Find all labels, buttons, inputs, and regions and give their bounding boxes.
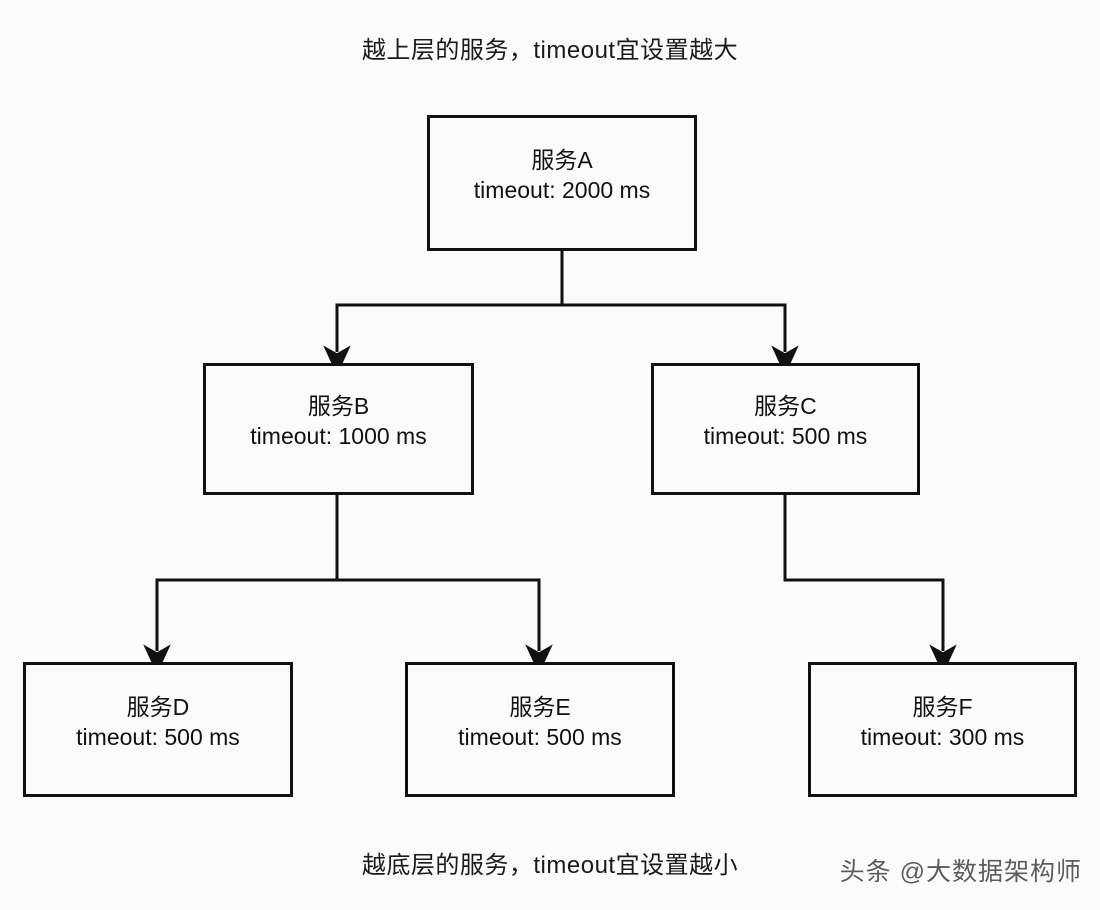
service-node-d[interactable]: 服务D timeout: 500 ms (23, 662, 293, 797)
service-node-f[interactable]: 服务F timeout: 300 ms (808, 662, 1077, 797)
service-node-d-name: 服务D (126, 693, 190, 720)
edge-b-to-d (143, 495, 339, 675)
service-node-f-timeout: timeout: 300 ms (860, 723, 1025, 750)
caption-bottom: 越底层的服务，timeout宜设置越小 (361, 852, 739, 879)
service-node-e[interactable]: 服务E timeout: 500 ms (405, 662, 675, 797)
service-node-f-name: 服务F (912, 693, 973, 720)
edge-b-to-e (337, 578, 553, 675)
edge-a-to-b (323, 250, 564, 376)
service-node-e-name: 服务E (509, 693, 571, 720)
edge-a-to-c (562, 303, 799, 376)
service-node-e-timeout: timeout: 500 ms (458, 723, 622, 750)
service-node-b[interactable]: 服务B timeout: 1000 ms (203, 363, 474, 495)
service-node-a[interactable]: 服务A timeout: 2000 ms (427, 115, 697, 251)
service-node-b-timeout: timeout: 1000 ms (250, 423, 427, 449)
edge-c-to-f (783, 495, 957, 675)
service-node-c-name: 服务C (754, 393, 817, 419)
service-node-c-timeout: timeout: 500 ms (703, 423, 868, 449)
service-node-a-name: 服务A (531, 147, 593, 173)
service-node-b-name: 服务B (307, 393, 370, 419)
service-node-c[interactable]: 服务C timeout: 500 ms (651, 363, 920, 495)
service-node-a-timeout: timeout: 2000 ms (473, 177, 651, 203)
caption-top: 越上层的服务，timeout宜设置越大 (361, 37, 739, 64)
watermark: 头条 @大数据架构师 (839, 858, 1082, 886)
service-node-d-timeout: timeout: 500 ms (76, 723, 240, 750)
